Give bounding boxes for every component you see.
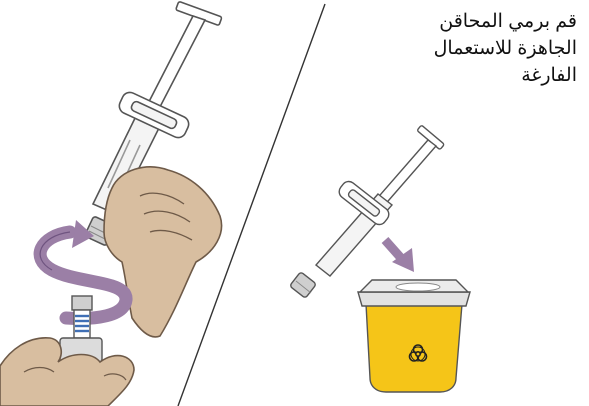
instruction-line-3: الفارغة [377,62,577,89]
down-arrow-icon [385,240,414,272]
syringe-right [290,125,445,298]
instruction-line-1: قم برمي المحاقن [377,8,577,35]
sharps-container [358,280,470,392]
left-panel [0,1,222,406]
right-panel [290,125,470,392]
instruction-text: قم برمي المحاقن الجاهزة للاستعمال الفارغ… [377,8,577,89]
instruction-line-2: الجاهزة للاستعمال [377,35,577,62]
